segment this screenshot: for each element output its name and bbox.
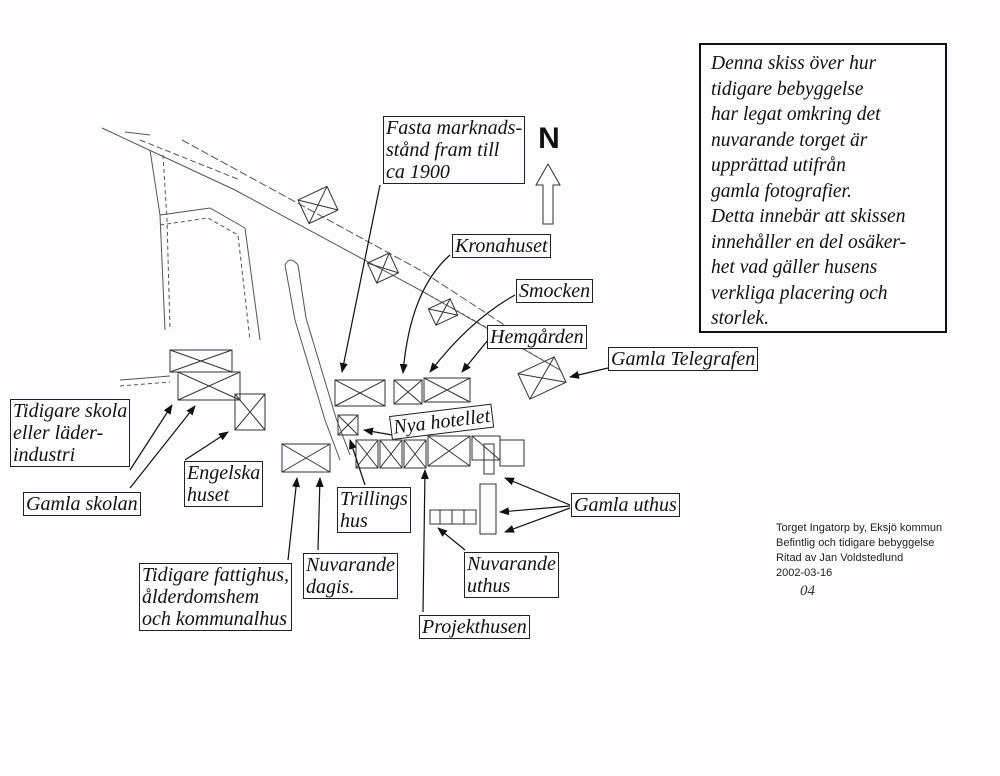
label-nuvarande-dagis: Nuvarande dagis. [303,553,398,599]
house-upper-2 [366,252,400,284]
road-to-square-left [284,264,341,461]
label-kronahuset: Kronahuset [452,234,551,258]
house-kronahuset [393,379,423,405]
house-marknad [334,379,386,407]
label-projekthusen: Projekthusen [419,615,530,639]
house-smocken [423,377,471,403]
caption-line-2: Befintlig och tidigare bebyggelse [776,537,935,549]
arrow-gamla-uthus-2 [499,505,571,516]
arrow-kronahuset [399,254,451,374]
label-fasta-marknadsstand: Fasta marknads- stånd fram till ca 1900 [383,116,526,184]
house-upper-3 [427,298,459,326]
diagonal-road-left [181,139,536,346]
arrow-tidigare-skola [129,404,173,471]
arrow-gamla-skolan [129,405,196,489]
disclaimer-note: Denna skiss över hur tidigare bebyggelse… [699,43,947,333]
house-trillings-2 [379,439,403,469]
label-gamla-uthus: Gamla uthus [571,493,680,517]
main-road-edge-lower [139,139,241,181]
house-telegrafen [517,356,567,400]
house-uthus-1 [483,443,495,475]
arrow-fasta [339,184,381,373]
label-engelska-huset: Engelska huset [184,461,264,507]
road-to-square-right [297,264,351,456]
branch-road-2 [159,217,251,341]
label-smocken: Smocken [516,279,594,303]
caption-line-3: Ritad av Jan Voldstedlund [776,552,904,564]
arrow-smocken [429,294,516,373]
handwritten-page-number: 04 [800,583,815,599]
arrow-engelska [184,431,229,461]
west-stub-2 [119,381,171,387]
diagonal-ext [419,289,561,371]
house-hotellet-2 [471,435,501,461]
label-nuvarande-uthus: Nuvarande uthus [464,552,559,598]
house-upper-1 [297,185,339,225]
arrow-trillings [349,439,366,486]
houses [169,185,567,535]
house-fattighus [281,443,331,473]
arrow-dagis [315,477,324,551]
arrow-fattighus [287,477,300,561]
label-tidigare-fattighus: Tidigare fattighus, ålderdomshem och kom… [139,563,293,631]
house-engelska [234,393,266,431]
caption-line-4: 2002-03-16 [776,567,833,579]
arrow-gamla-uthus-3 [504,507,571,533]
house-hotellet [427,435,471,467]
label-tidigare-skola: Tidigare skola eller läder- industri [10,399,131,467]
branch-road [159,207,261,341]
west-stub [119,375,171,381]
house-trillings-3 [403,439,427,469]
side-road-west-2 [162,154,171,331]
arrow-gamla-uthus-1 [504,477,571,506]
arrow-telegrafen [569,367,609,379]
arrow-projekthusen [420,469,429,613]
house-small-1 [337,414,359,436]
house-nuv-uthus [429,509,477,525]
label-gamla-telegrafen: Gamla Telegrafen [608,347,759,371]
house-uthus-3 [479,483,497,535]
label-hemgarden: Hemgården [487,325,587,349]
leader-arrows [129,184,609,613]
house-school-old [169,349,233,373]
house-trillings-1 [355,439,379,469]
road-loop [284,259,299,266]
arrow-hemgarden [461,339,489,373]
label-gamla-skolan: Gamla skolan [23,492,141,516]
north-arrow [535,162,561,225]
arrow-hotellet [363,427,393,436]
diagonal-road-right [124,131,151,136]
label-trillingshus: Trillings hus [337,487,411,533]
house-school [177,371,241,401]
caption-line-1: Torget Ingatorp by, Eksjö kommun [776,522,943,534]
house-uthus-2 [499,439,525,467]
north-label: N [538,122,560,155]
side-road-west [149,149,166,331]
arrow-nuv-uthus [437,527,466,551]
